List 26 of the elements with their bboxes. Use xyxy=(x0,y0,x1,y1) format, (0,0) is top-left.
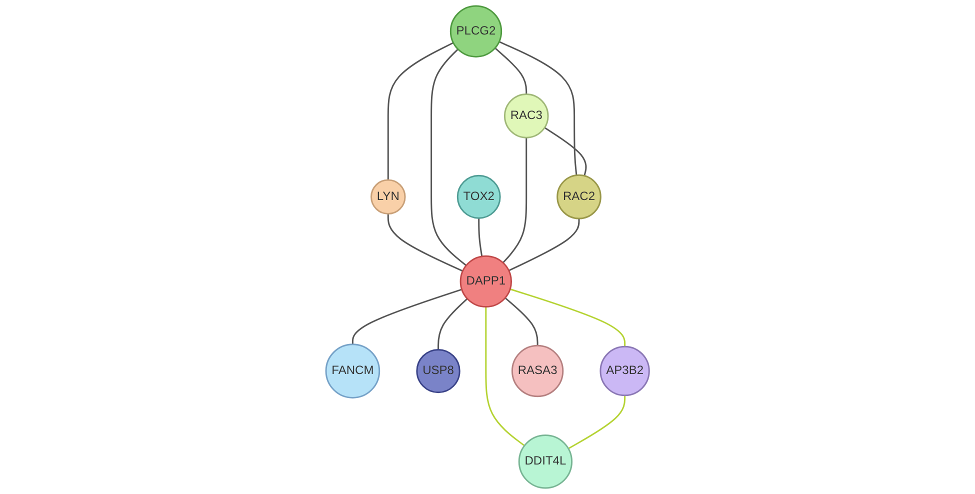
connector xyxy=(430,48,467,266)
node-circle: RAC3 xyxy=(504,94,549,138)
node-circle: FANCM xyxy=(325,344,380,398)
node-circle: DDIT4L xyxy=(518,434,572,489)
node-circle: RASA3 xyxy=(511,344,564,398)
node-circle: DAPP1 xyxy=(460,255,512,308)
node-circle: USP8 xyxy=(416,348,460,394)
connector xyxy=(387,42,454,180)
connector xyxy=(437,298,468,350)
node-circle: PLCG2 xyxy=(450,5,502,58)
connector xyxy=(504,297,538,346)
connector xyxy=(387,214,464,272)
connector xyxy=(478,218,483,257)
connector xyxy=(568,395,626,450)
connector xyxy=(352,288,462,344)
node-circle: AP3B2 xyxy=(600,346,650,396)
connector xyxy=(498,41,578,176)
connector xyxy=(485,306,525,446)
connector xyxy=(502,138,528,264)
node-circle: RAC2 xyxy=(556,174,602,220)
node-circle: LYN xyxy=(370,179,406,214)
node-circle: TOX2 xyxy=(456,174,501,219)
connector xyxy=(544,127,587,176)
connector xyxy=(510,288,626,347)
connector xyxy=(494,48,528,94)
connector xyxy=(508,218,580,272)
